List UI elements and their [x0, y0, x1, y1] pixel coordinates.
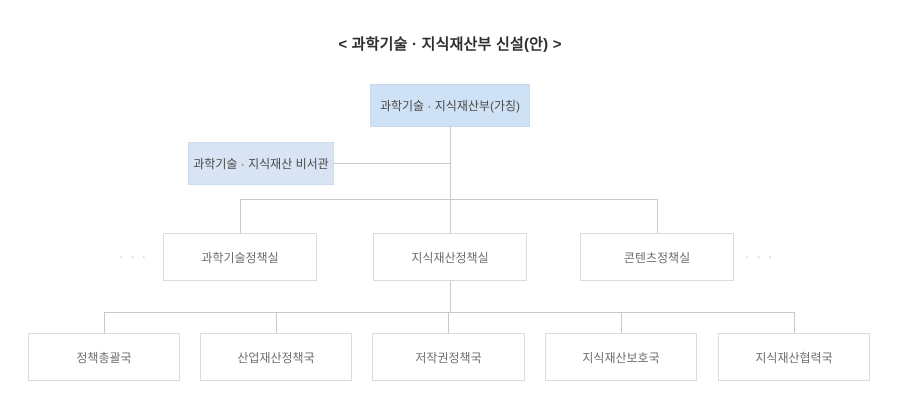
connector-office-right-drop: [657, 199, 658, 233]
ellipsis-left-icon: ···: [119, 249, 153, 264]
box-ministry-root: 과학기술 · 지식재산부(가칭): [370, 84, 530, 127]
box-bureau-ip-protection: 지식재산보호국: [545, 333, 697, 381]
connector-bureau-drop-1: [276, 312, 277, 333]
connector-bureau-drop-4: [794, 312, 795, 333]
connector-mid-vertical: [450, 281, 451, 312]
box-office-science-policy: 과학기술정책실: [163, 233, 317, 281]
connector-office-left-drop: [240, 199, 241, 233]
chart-title: < 과학기술 · 지식재산부 신설(안) >: [338, 36, 562, 53]
connector-root-vertical: [450, 127, 451, 233]
box-secretary-office: 과학기술 · 지식재산 비서관: [188, 142, 334, 185]
ellipsis-right-icon: ···: [745, 249, 779, 264]
box-bureau-ip-cooperation: 지식재산협력국: [718, 333, 870, 381]
box-office-contents-policy: 콘텐츠정책실: [580, 233, 734, 281]
box-bureau-industrial-property: 산업재산정책국: [200, 333, 352, 381]
connector-offices-horizontal: [240, 199, 658, 200]
connector-secretary-horizontal: [334, 163, 450, 164]
connector-bureaus-horizontal: [104, 312, 795, 313]
connector-bureau-drop-0: [104, 312, 105, 333]
connector-bureau-drop-3: [621, 312, 622, 333]
box-bureau-copyright-policy: 저작권정책국: [372, 333, 525, 381]
connector-bureau-drop-2: [448, 312, 449, 333]
box-office-ip-policy: 지식재산정책실: [373, 233, 527, 281]
box-bureau-policy-coordination: 정책총괄국: [28, 333, 180, 381]
